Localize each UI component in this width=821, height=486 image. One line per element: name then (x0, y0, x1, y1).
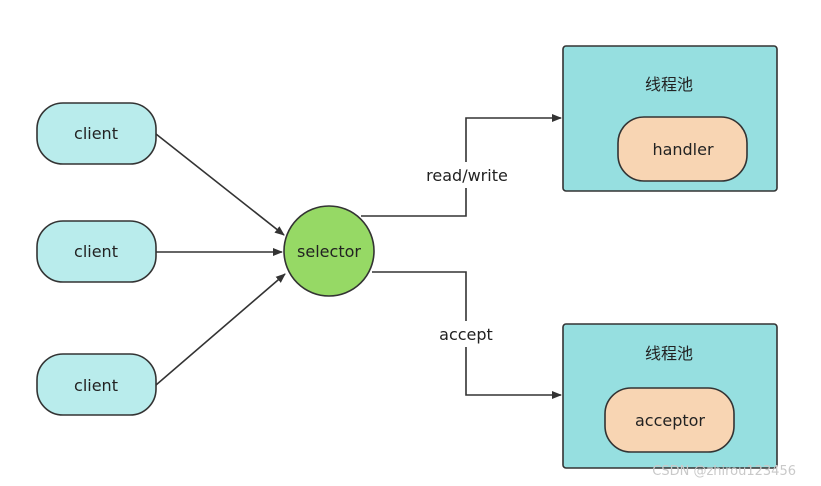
edge-label-read-write: read/write (426, 166, 508, 185)
client-node-1: client (36, 102, 157, 165)
client-node-1-label: client (74, 124, 118, 143)
edge-label-accept: accept (439, 325, 493, 344)
thread-pool-bottom: 线程池 acceptor (562, 323, 778, 469)
edge-client-3-to-selector (155, 273, 286, 386)
selector-node: selector (283, 205, 375, 297)
client-node-3-label: client (74, 376, 118, 395)
selector-node-label: selector (297, 242, 361, 261)
client-node-3: client (36, 353, 157, 416)
acceptor-node: acceptor (604, 387, 735, 453)
watermark-text: CSDN @zhirou123456 (652, 464, 796, 479)
edge-client-1-to-selector (155, 133, 285, 236)
acceptor-node-label: acceptor (635, 411, 705, 430)
thread-pool-bottom-title: 线程池 (645, 344, 693, 363)
client-node-2-label: client (74, 242, 118, 261)
handler-node-label: handler (652, 140, 714, 159)
client-node-2: client (36, 220, 157, 283)
thread-pool-top: 线程池 handler (562, 45, 778, 192)
thread-pool-top-title: 线程池 (645, 75, 693, 94)
handler-node: handler (617, 116, 748, 182)
